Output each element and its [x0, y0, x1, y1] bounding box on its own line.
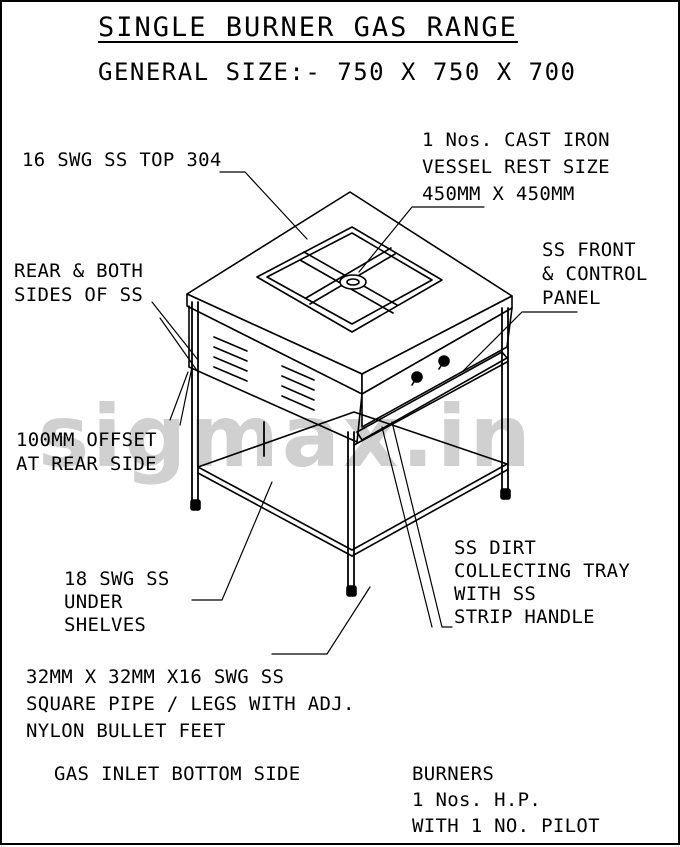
- page-title: SINGLE BURNER GAS RANGE: [98, 12, 518, 43]
- legs: [191, 301, 509, 591]
- label-offset-1: 100MM OFFSET: [16, 429, 157, 451]
- label-legs-3: NYLON BULLET FEET: [26, 720, 226, 742]
- label-legs-1: 32MM X 32MM X16 SWG SS: [26, 666, 285, 688]
- label-vessel-rest-1: 1 Nos. CAST IRON: [422, 129, 610, 151]
- label-burners-2: 1 Nos. H.P.: [412, 789, 542, 811]
- label-front-panel-2: & CONTROL: [542, 263, 648, 285]
- leader-lines: [151, 171, 578, 655]
- label-gas-inlet: GAS INLET BOTTOM SIDE: [54, 763, 301, 785]
- label-dirt-tray-1: SS DIRT: [454, 537, 537, 559]
- label-vessel-rest-3: 450MM X 450MM: [422, 183, 575, 205]
- bullet-feet: [190, 488, 511, 597]
- label-under-shelves-1: 18 SWG SS: [64, 568, 170, 590]
- label-under-shelves-3: SHELVES: [64, 614, 147, 636]
- label-dirt-tray-2: COLLECTING TRAY: [454, 560, 631, 582]
- label-rear-sides-1: REAR & BOTH: [14, 260, 144, 282]
- dirt-tray: [353, 351, 508, 446]
- label-offset-2: AT REAR SIDE: [16, 453, 157, 475]
- label-under-shelves-2: UNDER: [64, 591, 123, 613]
- label-dirt-tray-4: STRIP HANDLE: [454, 606, 595, 628]
- under-shelf: [197, 411, 508, 557]
- general-size: GENERAL SIZE:- 750 X 750 X 700: [98, 58, 577, 86]
- label-vessel-rest-2: VESSEL REST SIZE: [422, 156, 610, 178]
- side-panel: [188, 305, 363, 443]
- label-burners-3: WITH 1 NO. PILOT: [412, 815, 600, 837]
- vessel-rest-grid: [256, 226, 443, 333]
- label-dirt-tray-3: WITH SS: [454, 583, 537, 605]
- control-panel: [361, 307, 513, 428]
- label-top: 16 SWG SS TOP 304: [22, 149, 222, 171]
- label-front-panel-3: PANEL: [542, 287, 601, 309]
- label-burners-1: BURNERS: [412, 763, 495, 785]
- louvers: [213, 336, 315, 411]
- label-rear-sides-2: SIDES OF SS: [14, 284, 144, 306]
- label-front-panel-1: SS FRONT: [542, 239, 636, 261]
- label-legs-2: SQUARE PIPE / LEGS WITH ADJ.: [26, 693, 355, 715]
